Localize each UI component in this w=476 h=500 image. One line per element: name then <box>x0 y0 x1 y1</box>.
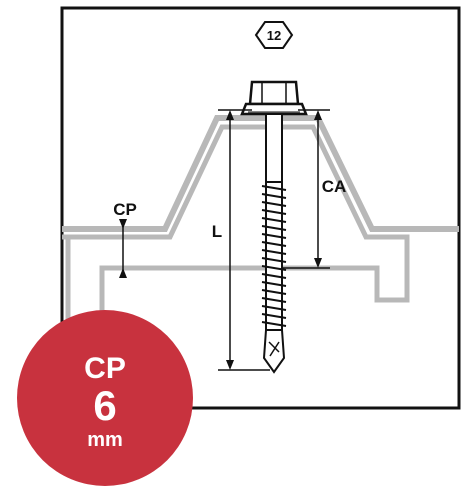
length-dimension: L <box>212 109 270 371</box>
badge-unit: mm <box>87 429 123 451</box>
cp-label: CP <box>113 200 137 219</box>
badge-title: CP <box>84 352 126 385</box>
length-label: L <box>212 222 222 241</box>
ca-label: CA <box>322 177 347 196</box>
hexagon-icon: 12 <box>254 21 294 49</box>
head-size-label: 12 <box>267 28 281 43</box>
ca-dimension: CA <box>282 109 347 269</box>
self-drilling-screw-icon <box>240 80 308 374</box>
cp-badge: CP 6 mm <box>17 310 193 486</box>
cp-dimension: CP <box>113 200 137 278</box>
badge-value: 6 <box>93 382 116 429</box>
